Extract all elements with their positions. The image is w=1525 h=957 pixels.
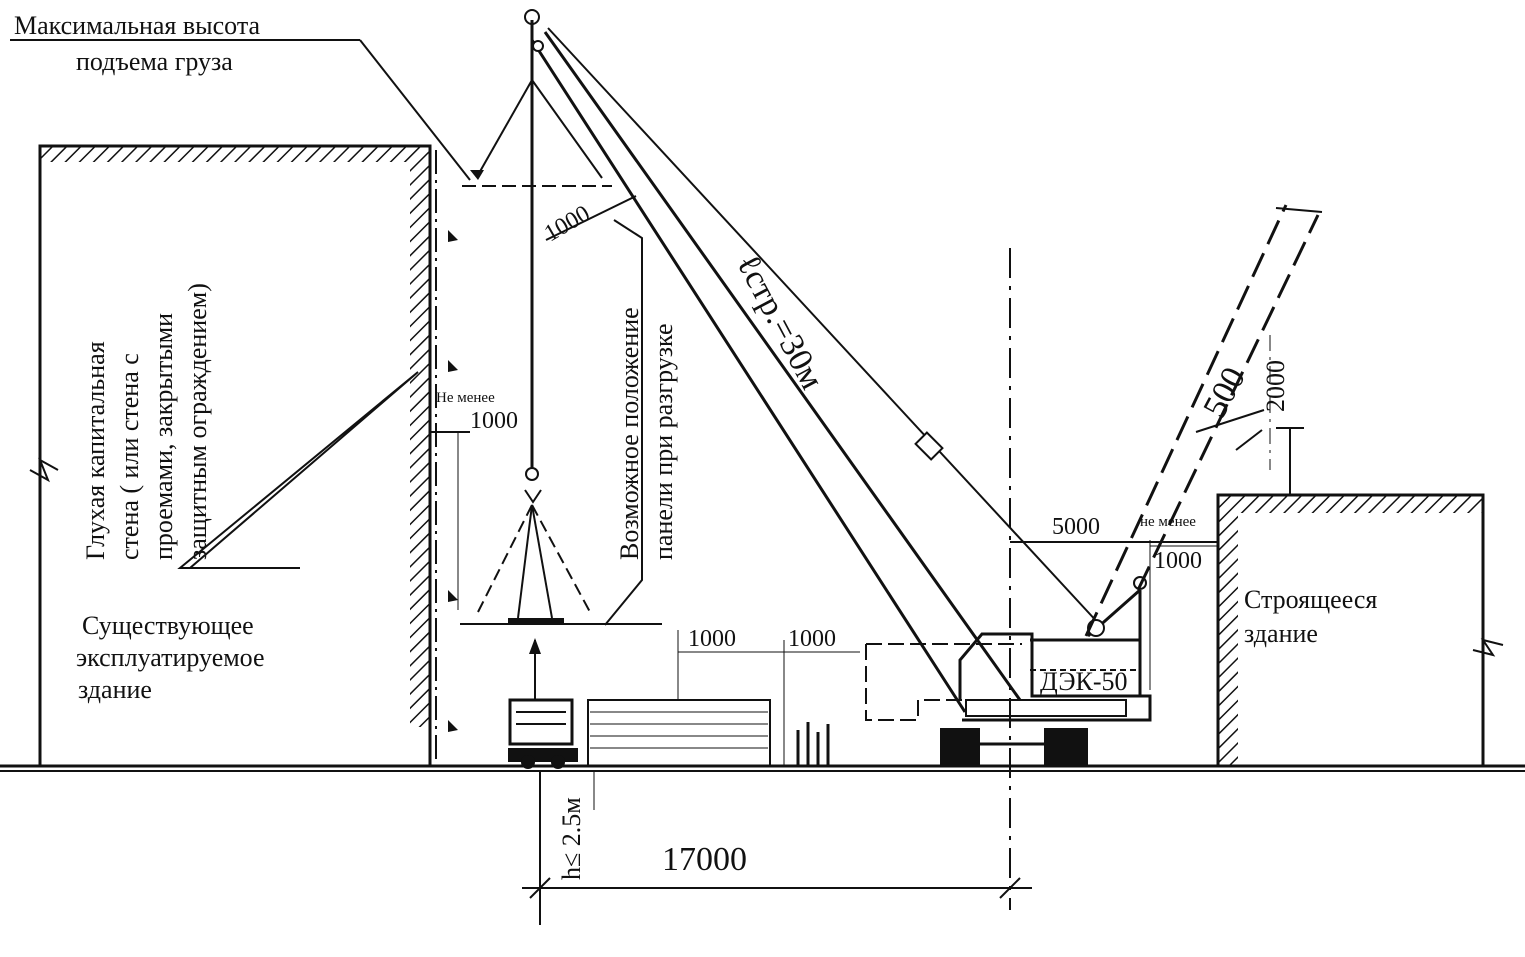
leaders — [10, 39, 471, 569]
crane-boom — [524, 9, 1101, 713]
svg-text:1000: 1000 — [788, 626, 836, 652]
existing-building — [29, 144, 432, 768]
svg-text:панели при разгрузке: панели при разгрузке — [649, 323, 678, 560]
svg-text:1000: 1000 — [470, 408, 518, 434]
svg-text:h≤ 2.5м: h≤ 2.5м — [557, 797, 586, 880]
svg-text:стена ( или стена с: стена ( или стена с — [115, 353, 144, 560]
wall-label: Глухая капитальная стена ( или стена с п… — [81, 283, 212, 560]
truck — [508, 638, 578, 769]
stand-rods — [796, 722, 830, 766]
svg-text:эксплуатируемое: эксплуатируемое — [76, 643, 265, 672]
svg-text:500: 500 — [1196, 361, 1253, 423]
svg-text:5000: 5000 — [1052, 514, 1100, 540]
new-building — [1216, 493, 1504, 768]
crawler-crane: ДЭК-50 — [940, 576, 1152, 766]
svg-text:1000: 1000 — [540, 201, 595, 248]
new-building-label: Строящееся здание — [1244, 585, 1377, 648]
svg-text:Строящееся: Строящееся — [1244, 585, 1377, 614]
svg-text:1000: 1000 — [688, 626, 736, 652]
svg-text:17000: 17000 — [662, 841, 747, 878]
dim-5000: 5000 — [1010, 514, 1218, 543]
upper-load — [462, 20, 612, 504]
existing-building-label: Существующее эксплуатируемое здание — [76, 611, 265, 704]
svg-text:2000: 2000 — [1261, 360, 1290, 412]
dim-1000-hook: 1000 — [540, 195, 637, 248]
crane-swing-outline — [865, 643, 1022, 721]
alternate-boom — [1084, 204, 1323, 637]
svg-text:проемами, закрытыми: проемами, закрытыми — [149, 313, 178, 560]
dim-not-less-1000-right: не менее 1000 — [1140, 514, 1218, 690]
max-height-label-line2: подъема груза — [76, 47, 233, 76]
dim-17000: 17000 — [522, 770, 1032, 925]
dim-2000: 2000 — [1261, 360, 1304, 495]
svg-text:Не менее: Не менее — [436, 390, 495, 406]
svg-text:ДЭК-50: ДЭК-50 — [1040, 667, 1128, 696]
panel-outline — [604, 219, 643, 626]
svg-text:Глухая капитальная: Глухая капитальная — [81, 341, 110, 560]
svg-text:защитным ограждением): защитным ограждением) — [183, 283, 212, 560]
lower-load — [460, 504, 662, 625]
svg-text:здание: здание — [78, 675, 152, 704]
svg-text:Существующее: Существующее — [82, 611, 254, 640]
dim-not-less-1000-wall: Не менее 1000 — [430, 390, 518, 610]
wall-offset-ticks — [448, 230, 458, 732]
dim-500: 500 — [1196, 361, 1263, 451]
panel-stack: 1000 — [587, 626, 776, 767]
boom-length-label: ℓстр.=30м — [729, 248, 831, 395]
svg-text:здание: здание — [1244, 619, 1318, 648]
svg-text:1000: 1000 — [1154, 548, 1202, 574]
max-height-label-line1: Максимальная высота — [14, 11, 261, 40]
svg-text:не менее: не менее — [1140, 514, 1196, 530]
panel-label: Возможное положение панели при разгрузке — [615, 307, 678, 560]
dim-h-limit: h≤ 2.5м — [557, 770, 595, 880]
dim-1000-gap: 1000 — [776, 626, 860, 766]
svg-text:Возможное положение: Возможное положение — [615, 307, 644, 560]
